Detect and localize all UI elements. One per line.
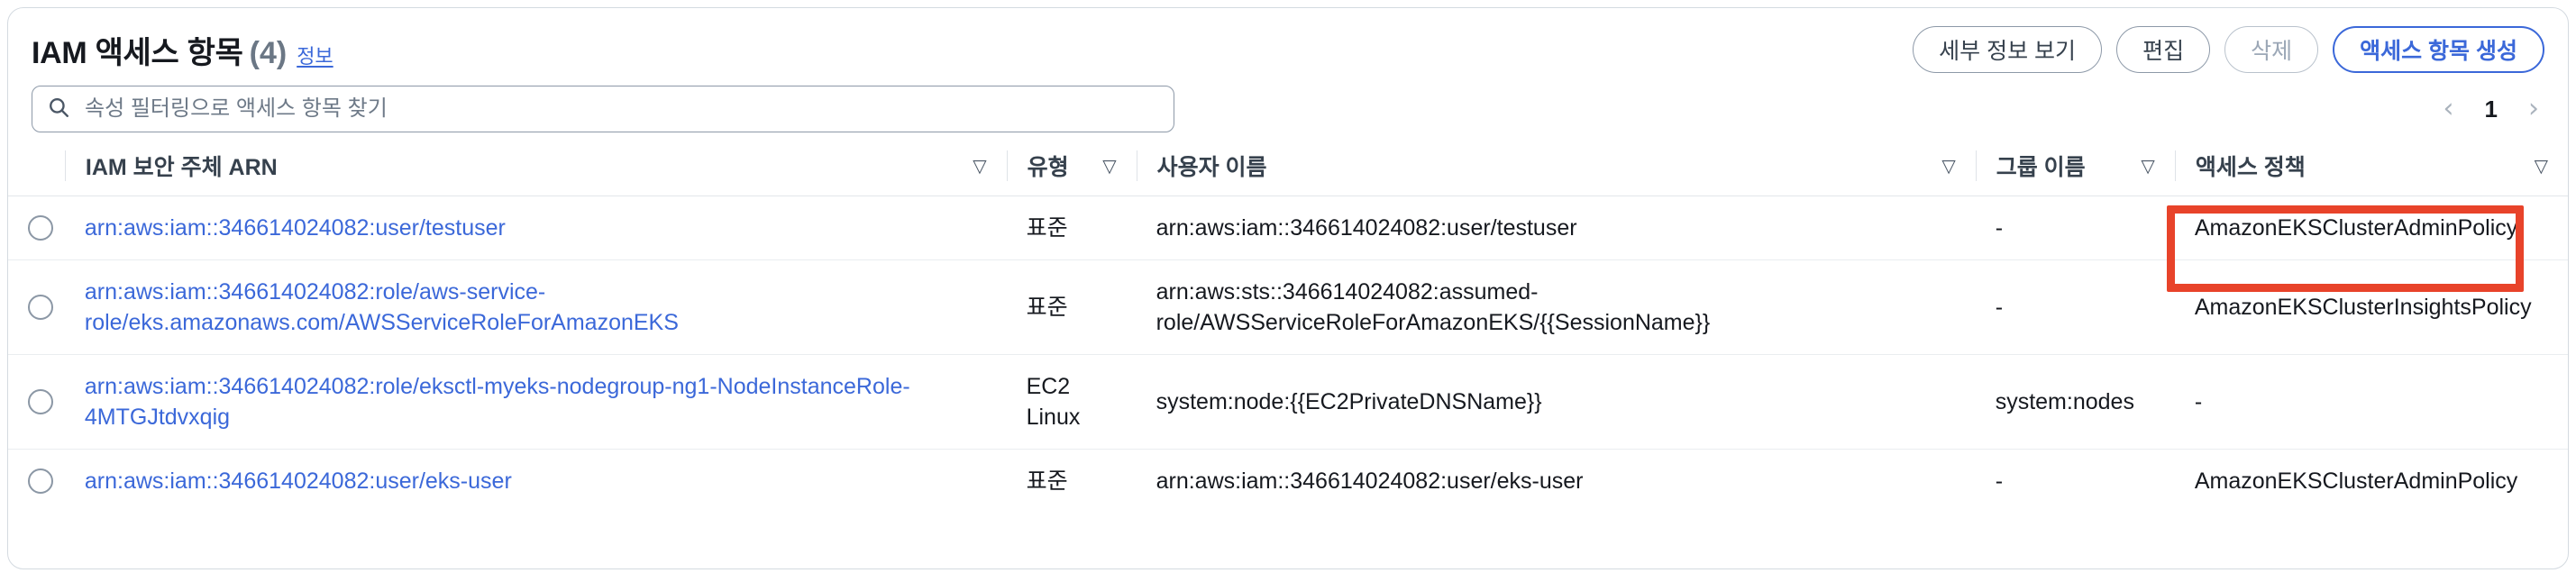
column-header-policy[interactable]: 액세스 정책 ▽	[2174, 138, 2568, 196]
column-header-select	[8, 138, 65, 196]
iam-access-entries-card: IAM 액세스 항목 (4) 정보 세부 정보 보기 편집 삭제 액세스 항목 …	[7, 7, 2569, 569]
row-select-cell	[8, 450, 65, 514]
arn-link[interactable]: arn:aws:iam::346614024082:role/eksctl-my…	[84, 374, 910, 430]
row-select-cell	[8, 259, 65, 355]
table-row[interactable]: arn:aws:iam::346614024082:user/eks-user …	[8, 450, 2568, 514]
pagination: ‹ 1 ›	[2444, 96, 2544, 123]
delete-button[interactable]: 삭제	[2224, 26, 2319, 73]
cell-group: system:nodes	[1975, 354, 2175, 450]
view-details-button[interactable]: 세부 정보 보기	[1913, 26, 2103, 73]
edit-button[interactable]: 편집	[2116, 26, 2211, 73]
sort-icon[interactable]: ▽	[1941, 155, 1956, 177]
column-header-username-label: 사용자 이름	[1156, 155, 1267, 180]
row-select-cell	[8, 196, 65, 260]
column-header-username[interactable]: 사용자 이름 ▽	[1136, 138, 1976, 196]
cell-policy: -	[2174, 354, 2568, 450]
search-icon	[47, 96, 70, 123]
search-row: ‹ 1 ›	[8, 78, 2568, 138]
cell-type: 표준	[1026, 468, 1068, 494]
column-header-policy-label: 액세스 정책	[2195, 155, 2306, 180]
page-title: IAM 액세스 항목 (4) 정보	[32, 28, 333, 72]
search-box[interactable]	[32, 86, 1174, 132]
sort-icon[interactable]: ▽	[973, 155, 987, 177]
column-header-type-label: 유형	[1027, 155, 1069, 180]
table-header: IAM 보안 주체 ARN ▽ 유형 ▽ 사용자 이름 ▽	[8, 138, 2568, 196]
cell-arn: arn:aws:iam::346614024082:user/testuser	[64, 196, 1007, 260]
column-header-group[interactable]: 그룹 이름 ▽	[1975, 138, 2175, 196]
table-row[interactable]: arn:aws:iam::346614024082:role/eksctl-my…	[8, 354, 2568, 450]
column-header-type[interactable]: 유형 ▽	[1006, 138, 1137, 196]
sort-icon[interactable]: ▽	[2141, 155, 2155, 177]
cell-arn: arn:aws:iam::346614024082:role/aws-servi…	[64, 259, 1007, 355]
info-link[interactable]: 정보	[297, 44, 333, 68]
sort-icon[interactable]: ▽	[1102, 155, 1117, 177]
page-title-text: IAM 액세스 항목	[32, 35, 243, 70]
cell-group: -	[1995, 468, 2004, 494]
arn-link[interactable]: arn:aws:iam::346614024082:user/eks-user	[84, 468, 512, 494]
cell-arn: arn:aws:iam::346614024082:user/eks-user	[65, 450, 1007, 514]
column-header-arn-label: IAM 보안 주체 ARN	[85, 155, 278, 180]
cell-group: -	[1975, 196, 2175, 260]
row-radio-button[interactable]	[28, 215, 53, 241]
create-access-entry-button[interactable]: 액세스 항목 생성	[2333, 26, 2544, 73]
cell-policy: AmazonEKSClusterInsightsPolicy	[2174, 259, 2568, 355]
pagination-next-icon[interactable]: ›	[2528, 93, 2539, 124]
row-select-cell	[8, 354, 65, 450]
cell-type: 표준	[1006, 259, 1137, 355]
table-body: arn:aws:iam::346614024082:user/testuser …	[8, 196, 2568, 514]
cell-arn: arn:aws:iam::346614024082:role/eksctl-my…	[64, 354, 1007, 450]
pagination-prev-icon[interactable]: ‹	[2443, 93, 2454, 124]
cell-username: arn:aws:sts::346614024082:assumed-role/A…	[1136, 259, 1976, 355]
card-header: IAM 액세스 항목 (4) 정보 세부 정보 보기 편집 삭제 액세스 항목 …	[8, 8, 2568, 78]
header-actions: 세부 정보 보기 편집 삭제 액세스 항목 생성	[1913, 26, 2544, 73]
arn-link[interactable]: arn:aws:iam::346614024082:role/aws-servi…	[84, 279, 679, 335]
row-radio-button[interactable]	[28, 468, 53, 494]
page-title-count: (4)	[249, 35, 288, 70]
row-radio-button[interactable]	[28, 295, 53, 320]
table-header-row: IAM 보안 주체 ARN ▽ 유형 ▽ 사용자 이름 ▽	[8, 138, 2568, 196]
cell-username: arn:aws:iam::346614024082:user/testuser	[1136, 196, 1976, 260]
search-input[interactable]	[83, 96, 1159, 123]
row-radio-button[interactable]	[28, 389, 53, 414]
cell-policy: AmazonEKSClusterAdminPolicy	[2174, 196, 2568, 260]
access-entries-table: IAM 보안 주체 ARN ▽ 유형 ▽ 사용자 이름 ▽	[8, 138, 2568, 513]
cell-username: system:node:{{EC2PrivateDNSName}}	[1136, 354, 1976, 450]
cell-type: EC2 Linux	[1006, 354, 1137, 450]
arn-link[interactable]: arn:aws:iam::346614024082:user/testuser	[84, 215, 506, 241]
table-row[interactable]: arn:aws:iam::346614024082:role/aws-servi…	[8, 259, 2568, 355]
cell-group: -	[1975, 259, 2175, 355]
table-row[interactable]: arn:aws:iam::346614024082:user/testuser …	[8, 196, 2568, 260]
sort-icon[interactable]: ▽	[2534, 155, 2548, 177]
pagination-page-1[interactable]: 1	[2484, 95, 2498, 123]
cell-type: 표준	[1006, 196, 1137, 260]
cell-username: arn:aws:iam::346614024082:user/eks-user	[1156, 468, 1584, 494]
column-header-arn[interactable]: IAM 보안 주체 ARN ▽	[64, 138, 1007, 196]
cell-policy: AmazonEKSClusterAdminPolicy	[2194, 468, 2518, 494]
column-header-group-label: 그룹 이름	[1996, 155, 2086, 180]
